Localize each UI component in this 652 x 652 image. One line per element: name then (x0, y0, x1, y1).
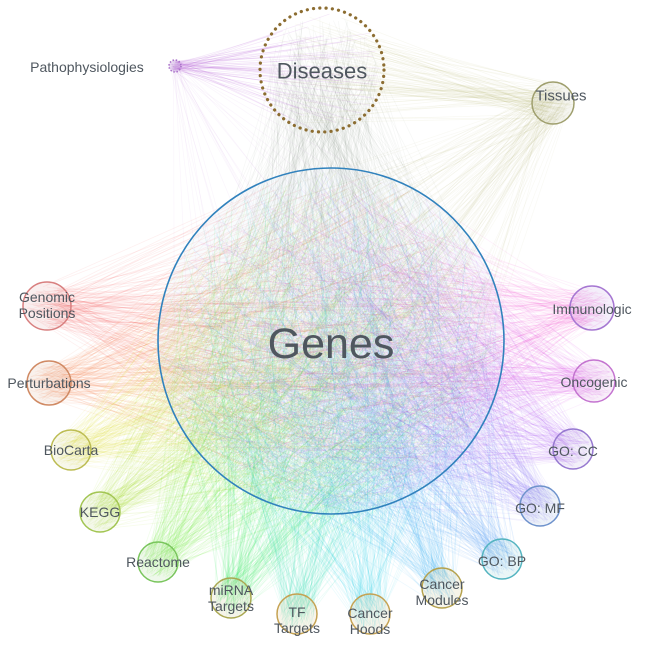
edge-bundle-mirna_targets-genes (176, 177, 502, 617)
edge-bundle-diseases-genes (165, 16, 494, 506)
edge-bundle-cancer_modules-genes (170, 177, 492, 605)
node-pathophysiologies[interactable] (168, 59, 182, 73)
edge-bundle-kegg-genes (81, 179, 485, 531)
node-label-tf_targets: TF (288, 604, 305, 620)
node-label-pathophysiologies: Pathophysiologies (30, 59, 144, 75)
node-immunologic[interactable] (569, 285, 615, 331)
edge-bundle-reactome-genes (139, 171, 501, 578)
node-label-cancer_modules: Cancer (419, 576, 464, 592)
node-genomic_positions[interactable] (22, 281, 72, 331)
node-tf_targets[interactable] (276, 593, 318, 635)
node-label-biocarta: BioCarta (44, 442, 99, 458)
node-label-cancer_hoods: Cancer (347, 605, 392, 621)
node-reactome[interactable] (137, 541, 179, 583)
node-mirna_targets[interactable] (210, 577, 252, 619)
edge-bundle-go_bp-genes (160, 176, 520, 576)
edge-bundle-perturbations-genes (29, 182, 499, 505)
node-diseases[interactable] (258, 6, 386, 134)
node-oncogenic[interactable] (572, 359, 616, 403)
node-biocarta[interactable] (50, 429, 92, 471)
edge-bundle-go_mf-genes (162, 169, 558, 524)
node-label-genomic_positions: Genomic (19, 289, 75, 305)
edge-bundle-genomic_positions-genes (26, 175, 496, 504)
edge-bundle-tissues-genes (168, 84, 572, 509)
node-cancer_modules[interactable] (421, 567, 463, 609)
node-cancer_hoods[interactable] (349, 593, 391, 635)
node-genes[interactable] (157, 167, 505, 515)
node-label-mirna_targets: Targets (208, 598, 254, 614)
node-label-go_bp: GO: BP (478, 553, 526, 569)
node-label-mirna_targets: miRNA (209, 582, 254, 598)
node-label-cancer_modules: Modules (416, 592, 469, 608)
edge-bundle-tf_targets-genes (169, 178, 493, 631)
node-label-perturbations: Perturbations (7, 375, 90, 391)
node-label-reactome: Reactome (126, 554, 190, 570)
node-label-tf_targets: Targets (274, 620, 320, 636)
node-label-cancer_hoods: Hoods (350, 621, 390, 637)
node-label-diseases: Diseases (277, 59, 367, 84)
node-tissues[interactable] (531, 81, 575, 125)
node-kegg[interactable] (79, 491, 121, 533)
node-go_bp[interactable] (481, 538, 523, 580)
node-label-genes: Genes (268, 320, 395, 368)
node-label-go_mf: GO: MF (515, 500, 565, 516)
node-label-oncogenic: Oncogenic (561, 374, 628, 390)
node-perturbations[interactable] (26, 360, 72, 406)
node-go_mf[interactable] (519, 485, 561, 527)
edge-bundle-diseases-tissues (276, 16, 574, 123)
edge-bundle-biocarta-genes (54, 172, 499, 512)
node-go_cc[interactable] (552, 428, 594, 470)
edge-bundle-go_cc-genes (161, 170, 591, 510)
edge-bundle-pathophysiologies-diseases (170, 13, 381, 130)
node-label-immunologic: Immunologic (552, 301, 631, 317)
node-label-kegg: KEGG (80, 504, 120, 520)
edge-bundle-immunologic-genes (161, 189, 612, 507)
node-label-genomic_positions: Positions (19, 305, 76, 321)
edge-bundle-cancer_hoods-genes (168, 179, 494, 632)
node-label-tissues: Tissues (535, 88, 586, 105)
edge-bundle-oncogenic-genes (162, 174, 613, 508)
node-label-go_cc: GO: CC (548, 443, 598, 459)
edge-bundle-pathophysiologies-genes (170, 61, 489, 492)
